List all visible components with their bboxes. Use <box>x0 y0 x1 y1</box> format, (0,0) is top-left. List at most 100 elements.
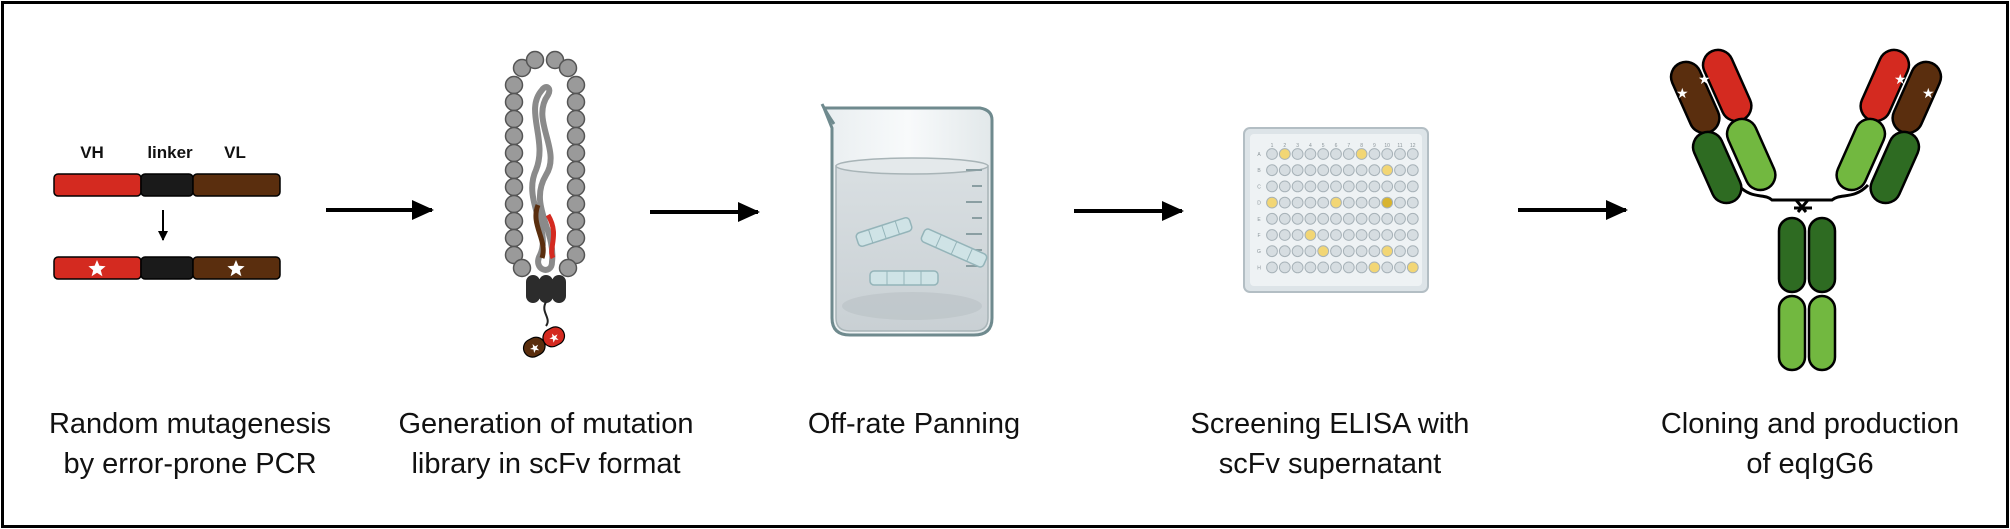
plate-well <box>1368 261 1381 274</box>
plate-row-letter: E <box>1257 217 1261 223</box>
plate-well <box>1330 245 1342 258</box>
plate-well <box>1291 164 1304 177</box>
plate-well <box>1394 245 1406 258</box>
coat-protein-bead <box>504 177 524 197</box>
plate-column-number: 11 <box>1397 143 1402 149</box>
coat-protein-bead <box>566 126 586 146</box>
plate-well <box>1342 180 1355 193</box>
plate-well <box>1266 229 1278 241</box>
plate-well <box>1394 196 1406 209</box>
plate-well <box>1342 261 1355 274</box>
tail-protein <box>552 275 566 303</box>
plate-well <box>1317 196 1330 209</box>
mutation-star-icon: ★ <box>1676 85 1689 101</box>
plate-well <box>1394 229 1406 241</box>
step-3-caption: Off-rate Panning <box>807 408 1021 440</box>
plate-well <box>1342 212 1355 225</box>
plate-well <box>1355 196 1368 209</box>
coat-protein-bead <box>566 75 586 95</box>
mutation-star-icon <box>227 260 245 277</box>
plate-well <box>1406 229 1419 241</box>
plate-row-letter: G <box>1257 249 1261 255</box>
plate-well <box>1317 261 1330 274</box>
tail-protein <box>539 275 553 303</box>
plate-well <box>1317 245 1330 258</box>
plate-well <box>1278 261 1291 274</box>
plate-column-number: 1 <box>1271 143 1274 149</box>
coat-protein-bead <box>558 258 578 278</box>
coat-protein-bead <box>566 177 586 197</box>
phage-tail <box>526 275 566 303</box>
plate-well <box>1342 148 1355 160</box>
beaker-bottom-shadow <box>842 292 982 320</box>
plate-well <box>1342 196 1355 209</box>
plate-well <box>1406 180 1419 193</box>
plate-row-letter: F <box>1257 233 1260 239</box>
vl-label: VL <box>224 143 246 162</box>
phage-coat-proteins <box>504 50 586 278</box>
plate-well <box>1368 196 1381 209</box>
plate-column-number: 9 <box>1373 143 1376 149</box>
plate-well <box>1266 164 1278 177</box>
plate-well <box>1330 196 1342 209</box>
step-5-caption: Cloning and production of eqIgG6 <box>1660 408 1960 480</box>
coat-protein-bead <box>566 211 586 231</box>
plate-well <box>1394 212 1406 225</box>
plate-well <box>1381 229 1394 241</box>
linker-label: linker <box>147 143 193 162</box>
beaker-spout <box>820 103 836 125</box>
plate-row-letter: A <box>1257 152 1261 158</box>
plate-well <box>1368 164 1381 177</box>
heavy-chain-ch1-right <box>1835 117 1887 192</box>
plate-well <box>1381 164 1394 177</box>
step-2-caption: Generation of mutation library in scFv f… <box>398 408 694 480</box>
plate-well <box>1330 180 1342 193</box>
plate-well <box>1368 229 1381 241</box>
coat-protein-bead <box>504 194 524 214</box>
coat-protein-bead <box>504 126 524 146</box>
plate-well <box>1368 212 1381 225</box>
phage-genome-insert-vh <box>545 213 557 260</box>
linker-segment-mutated <box>140 256 194 280</box>
coat-protein-bead <box>566 194 586 214</box>
plate-column-number: 3 <box>1296 143 1299 149</box>
plate-well <box>1394 180 1406 193</box>
plate-well <box>1278 245 1291 258</box>
plate-column-number: 4 <box>1309 143 1312 149</box>
plate-well <box>1291 261 1304 274</box>
plate-well <box>1368 245 1381 258</box>
plate-column-number: 2 <box>1283 143 1286 149</box>
tail-protein <box>526 275 540 303</box>
plate-well <box>1355 261 1368 274</box>
plate-well <box>1406 212 1419 225</box>
mutagenesis-illustration: VH linker VL <box>53 143 281 280</box>
plate-well <box>1304 229 1317 241</box>
coat-protein-bead <box>566 228 586 248</box>
plate-well <box>1304 245 1317 258</box>
plate-row-letter: C <box>1257 184 1261 190</box>
phage-genome <box>529 84 556 273</box>
plate-well <box>1394 148 1406 160</box>
plate-row-letter: H <box>1257 265 1261 271</box>
fc-ch2-left <box>1777 216 1807 294</box>
antibody-illustration: ★ ★ ★ ★ <box>1669 48 1943 372</box>
plate-well <box>1394 261 1406 274</box>
plate-well <box>1342 245 1355 258</box>
fc-ch3-left <box>1777 294 1807 372</box>
coat-protein-bead <box>504 92 524 112</box>
coat-protein-bead <box>504 228 524 248</box>
phage-particles <box>855 216 988 286</box>
plate-well <box>1330 212 1342 225</box>
plate-well <box>1304 212 1317 225</box>
plate-well <box>1342 229 1355 241</box>
plate-well <box>1317 212 1330 225</box>
plate-well <box>1406 261 1419 274</box>
plate-well <box>1355 180 1368 193</box>
plate-well <box>1317 229 1330 241</box>
vl-segment <box>192 173 281 197</box>
plate-well <box>1317 148 1330 160</box>
plate-well <box>1278 164 1291 177</box>
light-chain-cl-left <box>1691 130 1743 205</box>
plate-well <box>1278 196 1291 209</box>
